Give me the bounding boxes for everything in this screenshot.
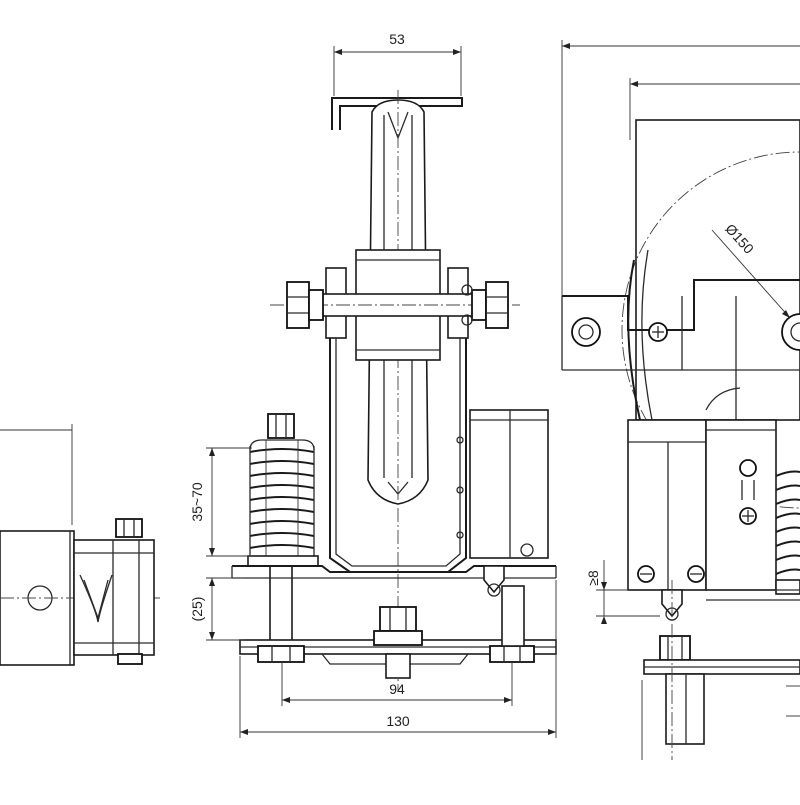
spring-coil [249,440,315,560]
dim-wheel-diameter: Ø150 [722,221,757,257]
dim-top-width: 53 [389,31,405,47]
spring-coil-right [775,470,800,575]
left-side-view [0,424,160,666]
dim-gap: ≥8 [585,570,601,586]
dim-spring-range: 35~70 [189,482,205,522]
dim-base-width: 130 [386,713,410,729]
right-side-view [561,40,800,760]
dim-spring-seat: (25) [189,597,205,622]
front-view [206,46,557,738]
dim-bolt-spacing: 94 [389,681,405,697]
